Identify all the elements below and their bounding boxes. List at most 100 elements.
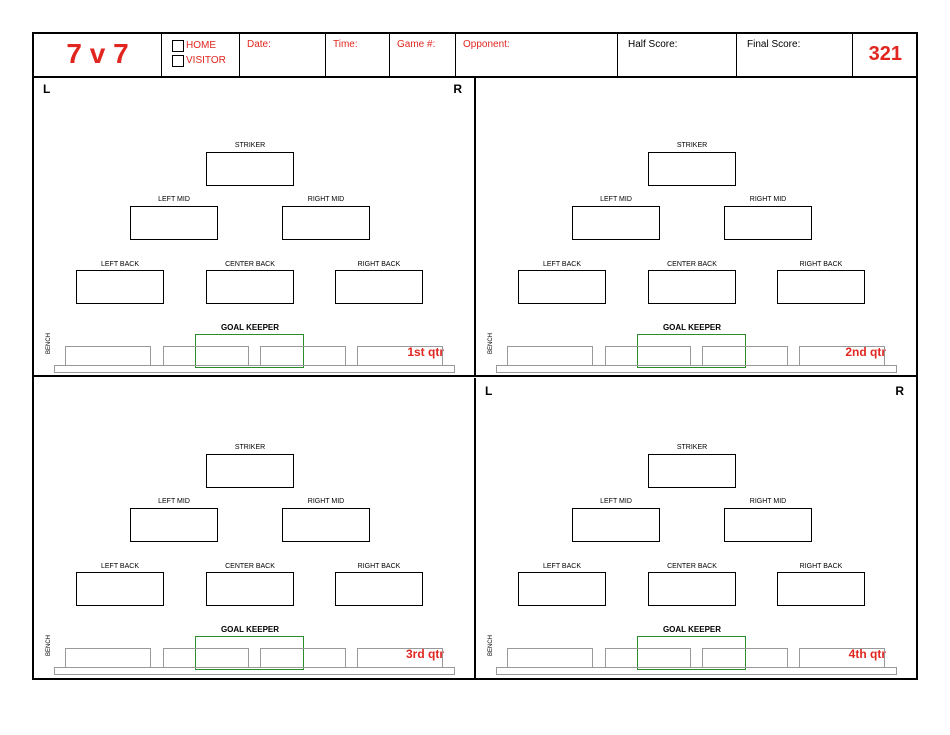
quarter-2-field: STRIKER LEFT MID RIGHT MID LEFT BACK CENTER … bbox=[476, 76, 916, 377]
quarter-label-4: 4th qtr bbox=[848, 647, 886, 661]
quarter-label-1: 1st qtr bbox=[407, 345, 444, 359]
home-visitor-cell: HOME VISITOR bbox=[162, 34, 240, 76]
bench-slot-1-q1[interactable] bbox=[65, 346, 151, 366]
right-side-marker-1: R bbox=[453, 82, 462, 96]
striker-label-q1: STRIKER bbox=[234, 142, 266, 149]
bench-rail-q4 bbox=[496, 667, 897, 675]
striker-label-q2: STRIKER bbox=[676, 142, 708, 149]
left-back-box-q2[interactable] bbox=[518, 270, 606, 304]
bench-slot-3-q4[interactable] bbox=[702, 648, 788, 668]
bench-slot-4-q2[interactable] bbox=[799, 346, 885, 366]
left-side-marker-4: L bbox=[485, 384, 493, 398]
left-back-label-q4: LEFT BACK bbox=[543, 563, 581, 570]
bench-rail-q1 bbox=[54, 365, 455, 373]
center-back-box-q4[interactable] bbox=[648, 572, 736, 606]
center-back-label-q3: CENTER BACK bbox=[225, 563, 275, 570]
right-back-box-q1[interactable] bbox=[335, 270, 423, 304]
left-back-box-q3[interactable] bbox=[76, 572, 164, 606]
home-checkbox[interactable] bbox=[172, 40, 184, 52]
left-back-label-q2: LEFT BACK bbox=[543, 261, 581, 268]
left-mid-box-q2[interactable] bbox=[572, 206, 660, 240]
right-mid-box-q3[interactable] bbox=[282, 508, 370, 542]
goal-keeper-box-q4[interactable] bbox=[637, 636, 746, 670]
goal-keeper-box-q1[interactable] bbox=[195, 334, 304, 368]
goal-keeper-box-q2[interactable] bbox=[637, 334, 746, 368]
center-back-label-q1: CENTER BACK bbox=[225, 261, 275, 268]
formation-cell: 321 bbox=[853, 34, 916, 76]
center-back-box-q3[interactable] bbox=[206, 572, 294, 606]
striker-box-q1[interactable] bbox=[206, 152, 294, 186]
right-side-marker-4: R bbox=[895, 384, 904, 398]
game-number-field[interactable]: Game #: bbox=[390, 34, 456, 76]
right-back-label-q1: RIGHT BACK bbox=[357, 261, 401, 268]
left-side-marker-1: L bbox=[43, 82, 51, 96]
opponent-label: Opponent: bbox=[463, 39, 510, 50]
left-back-box-q4[interactable] bbox=[518, 572, 606, 606]
bench-label-q3: BENCH bbox=[46, 634, 52, 656]
formation-code: 321 bbox=[868, 43, 902, 65]
striker-box-q2[interactable] bbox=[648, 152, 736, 186]
opponent-field[interactable]: Opponent: bbox=[456, 34, 618, 76]
header-row: 7 v 7 HOME VISITOR Date: Time: Game #: O… bbox=[34, 34, 916, 78]
left-mid-label-q2: LEFT MID bbox=[600, 196, 632, 203]
striker-box-q4[interactable] bbox=[648, 454, 736, 488]
bench-slot-2-q1[interactable] bbox=[163, 346, 249, 366]
left-back-box-q1[interactable] bbox=[76, 270, 164, 304]
right-back-box-q4[interactable] bbox=[777, 572, 865, 606]
bench-slot-4-q1[interactable] bbox=[357, 346, 443, 366]
right-back-label-q4: RIGHT BACK bbox=[799, 563, 843, 570]
right-back-box-q3[interactable] bbox=[335, 572, 423, 606]
right-mid-label-q4: RIGHT MID bbox=[749, 498, 787, 505]
bench-slot-3-q3[interactable] bbox=[260, 648, 346, 668]
center-back-label-q4: CENTER BACK bbox=[667, 563, 717, 570]
half-score-field[interactable]: Half Score: bbox=[618, 34, 737, 76]
bench-slot-2-q4[interactable] bbox=[605, 648, 691, 668]
striker-label-q3: STRIKER bbox=[234, 444, 266, 451]
left-mid-box-q1[interactable] bbox=[130, 206, 218, 240]
bench-slot-1-q2[interactable] bbox=[507, 346, 593, 366]
center-back-label-q2: CENTER BACK bbox=[667, 261, 717, 268]
right-mid-box-q4[interactable] bbox=[724, 508, 812, 542]
final-score-field[interactable]: Final Score: bbox=[737, 34, 853, 76]
quarter-label-2: 2nd qtr bbox=[845, 345, 886, 359]
time-label: Time: bbox=[333, 39, 358, 50]
date-field[interactable]: Date: bbox=[240, 34, 326, 76]
bench-slot-4-q3[interactable] bbox=[357, 648, 443, 668]
right-back-label-q2: RIGHT BACK bbox=[799, 261, 843, 268]
center-back-box-q1[interactable] bbox=[206, 270, 294, 304]
visitor-checkbox[interactable] bbox=[172, 55, 184, 67]
left-mid-box-q4[interactable] bbox=[572, 508, 660, 542]
bench-rail-q3 bbox=[54, 667, 455, 675]
bench-slot-4-q4[interactable] bbox=[799, 648, 885, 668]
center-back-box-q2[interactable] bbox=[648, 270, 736, 304]
right-back-box-q2[interactable] bbox=[777, 270, 865, 304]
time-field[interactable]: Time: bbox=[326, 34, 390, 76]
bench-slot-1-q4[interactable] bbox=[507, 648, 593, 668]
date-label: Date: bbox=[247, 39, 271, 50]
sheet-title: 7 v 7 bbox=[66, 38, 129, 69]
right-mid-box-q1[interactable] bbox=[282, 206, 370, 240]
goal-keeper-label-q4: GOAL KEEPER bbox=[662, 625, 722, 634]
striker-box-q3[interactable] bbox=[206, 454, 294, 488]
bench-label-q4: BENCH bbox=[488, 634, 494, 656]
bench-slot-3-q2[interactable] bbox=[702, 346, 788, 366]
right-back-label-q3: RIGHT BACK bbox=[357, 563, 401, 570]
bench-label-q1: BENCH bbox=[46, 332, 52, 354]
right-mid-label-q3: RIGHT MID bbox=[307, 498, 345, 505]
bench-slot-2-q2[interactable] bbox=[605, 346, 691, 366]
right-mid-label-q2: RIGHT MID bbox=[749, 196, 787, 203]
left-mid-label-q3: LEFT MID bbox=[158, 498, 190, 505]
goal-keeper-label-q1: GOAL KEEPER bbox=[220, 323, 280, 332]
goal-keeper-label-q2: GOAL KEEPER bbox=[662, 323, 722, 332]
left-mid-box-q3[interactable] bbox=[130, 508, 218, 542]
bench-slot-1-q3[interactable] bbox=[65, 648, 151, 668]
goal-keeper-box-q3[interactable] bbox=[195, 636, 304, 670]
bench-slot-3-q1[interactable] bbox=[260, 346, 346, 366]
right-mid-label-q1: RIGHT MID bbox=[307, 196, 345, 203]
game-number-label: Game #: bbox=[397, 39, 436, 50]
bench-slot-2-q3[interactable] bbox=[163, 648, 249, 668]
final-score-label: Final Score: bbox=[747, 39, 801, 50]
visitor-label: VISITOR bbox=[186, 55, 226, 66]
right-mid-box-q2[interactable] bbox=[724, 206, 812, 240]
